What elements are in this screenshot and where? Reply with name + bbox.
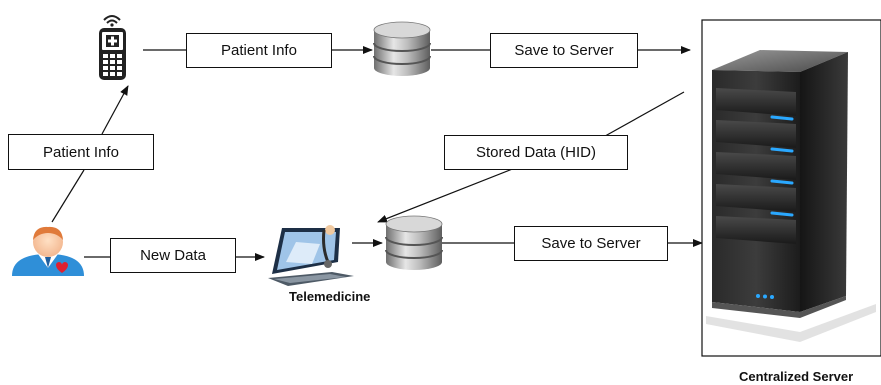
connectors [51,46,703,261]
line-patient-to-box [51,169,85,223]
save-to-server-box-top: Save to Server [490,33,638,68]
mobile-phone-icon [99,15,126,80]
telemedicine-caption: Telemedicine [289,289,371,304]
patient-info-box-left: Patient Info [8,134,154,170]
arrow-stored-data-to-telemedicine [377,165,521,223]
database-icon-top [373,21,431,76]
server-tower-icon [701,19,881,357]
arrow-box-to-phone [101,85,129,135]
line-server-to-stored-data [597,91,685,141]
stored-data-box: Stored Data (HID) [444,135,628,170]
patient-info-box-top: Patient Info [186,33,332,68]
new-data-box: New Data [110,238,236,273]
patient-avatar-icon [12,226,84,276]
centralized-server-caption: Centralized Server [739,369,854,384]
telemedicine-laptop-icon [268,225,354,286]
save-to-server-box-bottom: Save to Server [514,226,668,261]
database-icon-bottom [385,215,443,270]
